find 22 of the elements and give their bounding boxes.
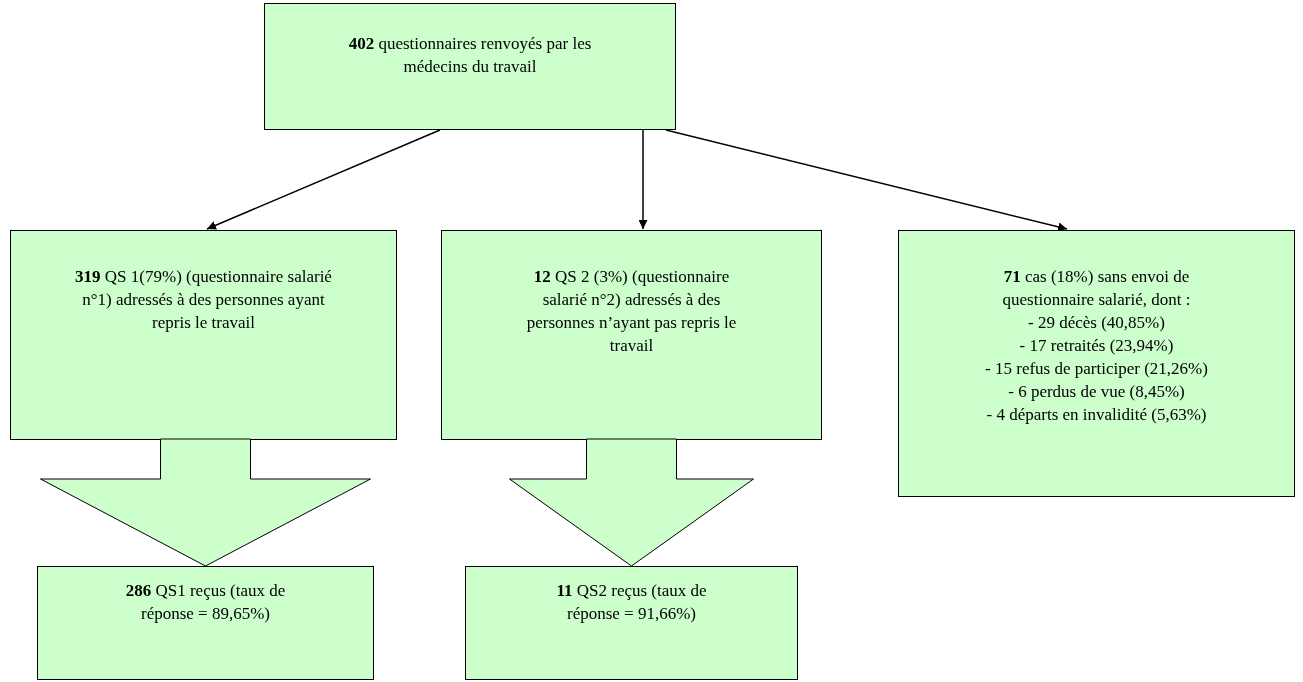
arrow (665, 129, 1068, 232)
process-box (10, 230, 397, 440)
list-item: - 6 perdus de vue (8,45%) (1007, 381, 1186, 403)
list-item: - 4 départs en invalidité (5,63%) (985, 404, 1208, 426)
list-item: - 17 retraités (23,94%) (1018, 335, 1175, 357)
box-text: 11 QS2 reçus (taux de réponse = 91,66%) (555, 580, 708, 625)
arrow (206, 129, 441, 230)
block-arrow (509, 438, 754, 567)
list-item: - 15 refus de participer (21,26%) (984, 358, 1209, 380)
process-box (264, 3, 676, 130)
process-box (37, 566, 374, 680)
box-text: 319 QS 1(79%) (questionnaire salarié n°1) adressés à des personnes ayant repris le travail (74, 266, 333, 334)
process-box (898, 230, 1295, 497)
box-text: 286 QS1 reçus (taux de réponse = 89,65%) (124, 580, 287, 625)
box-text: 12 QS 2 (3%) (questionnaire salarié n°2) adressés à des personnes n’ayant pas repris le travail (525, 266, 738, 357)
list-item: - 29 décès (40,85%) (1027, 312, 1166, 334)
box-text: 402 questionnaires renvoyés par les médecins du travail (347, 33, 593, 78)
process-box (465, 566, 798, 680)
arrow (638, 129, 648, 230)
process-box (441, 230, 822, 440)
box-text: 71 cas (18%) sans envoi de questionnaire salarié, dont : (1001, 266, 1192, 311)
block-arrow (40, 438, 371, 567)
